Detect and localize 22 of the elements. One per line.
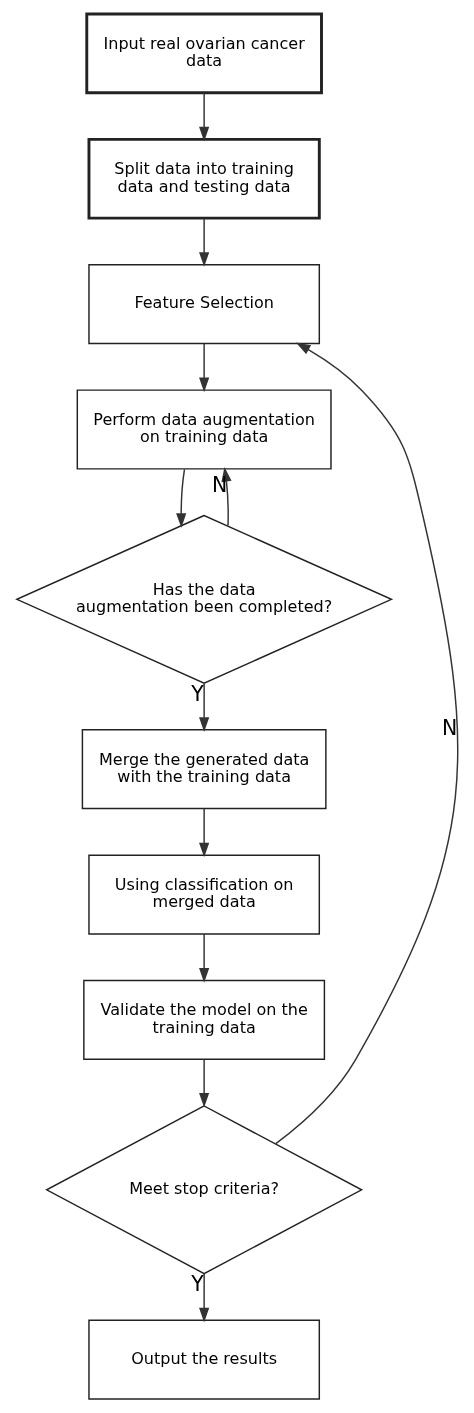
node-diamond: Meet stop criteria? [44,1105,363,1275]
arrow [198,933,209,983]
node-box: Feature Selection [87,264,320,345]
arrow [274,342,458,1145]
edge-label: N [441,716,457,741]
arrow [198,1273,209,1323]
arrow [198,342,209,393]
node-box: Using classification on merged data [87,854,320,935]
node-box: Output the results [87,1319,320,1400]
node-box: Split data into training data and testing data [87,137,321,220]
node-box: Perform data augmentation on training data [76,389,332,470]
edge-label: N [211,472,227,497]
arrow [198,682,209,732]
arrow [198,808,209,858]
arrow [198,217,209,267]
arrow [198,92,209,142]
node-box: Input real ovarian cancer data [84,12,323,95]
edge-label: Y [190,681,204,706]
node-box: Merge the generated data with the training data [81,729,327,810]
arrow [198,1058,209,1108]
node-box: Validate the model on the training data [82,979,325,1061]
arrow [175,468,186,528]
